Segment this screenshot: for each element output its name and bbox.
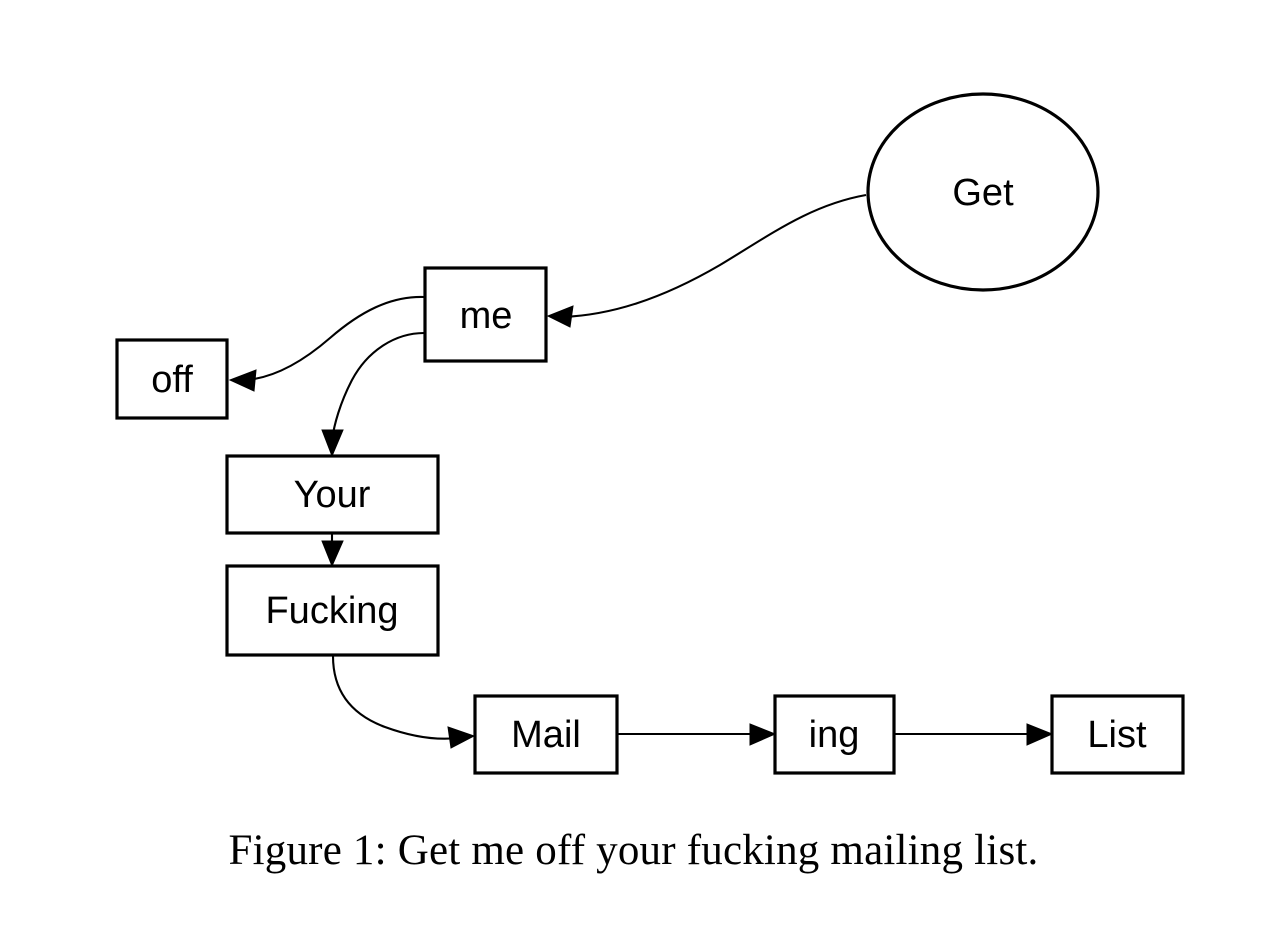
edge-me-your-arrowhead xyxy=(321,429,344,458)
node-get-shape[interactable] xyxy=(866,92,1100,292)
node-list[interactable]: List xyxy=(1050,694,1185,775)
edge-get-me-arrowhead xyxy=(546,305,574,328)
node-list-label: List xyxy=(1087,714,1147,756)
edge-mail-ing-arrowhead xyxy=(749,723,777,746)
node-fucking-label: Fucking xyxy=(265,590,398,632)
node-mail-label: Mail xyxy=(511,714,581,756)
node-ing-shape[interactable] xyxy=(773,694,896,775)
edge-me-your-path xyxy=(330,331,425,441)
node-get-label: Get xyxy=(952,172,1014,214)
edge-fucking-mail xyxy=(331,655,476,749)
edge-get-me xyxy=(546,193,867,328)
edge-me-off-path xyxy=(245,295,425,382)
edge-me-your xyxy=(321,331,425,458)
node-me-label: me xyxy=(460,295,513,337)
node-off-label: off xyxy=(151,359,193,401)
edge-fucking-mail-arrowhead xyxy=(447,726,476,749)
node-off[interactable]: off xyxy=(115,338,229,420)
node-your[interactable]: Your xyxy=(225,454,440,535)
node-list-shape[interactable] xyxy=(1050,694,1185,775)
edge-me-off xyxy=(228,295,425,392)
node-your-shape[interactable] xyxy=(225,454,440,535)
edge-ing-list xyxy=(895,723,1054,746)
edge-mail-ing xyxy=(618,723,777,746)
node-mail-shape[interactable] xyxy=(473,694,619,775)
figure-caption: Figure 1: Get me off your fucking mailin… xyxy=(228,827,1039,874)
node-off-shape[interactable] xyxy=(115,338,229,420)
node-get[interactable]: Get xyxy=(866,92,1100,292)
edge-your-fucking-arrowhead xyxy=(321,540,344,568)
node-ing[interactable]: ing xyxy=(773,694,896,775)
node-ing-label: ing xyxy=(809,714,860,756)
node-mail[interactable]: Mail xyxy=(473,694,619,775)
node-me-shape[interactable] xyxy=(423,266,548,363)
edge-your-fucking xyxy=(321,534,344,568)
node-me[interactable]: me xyxy=(423,266,548,363)
edge-me-off-arrowhead xyxy=(228,369,257,392)
edge-get-me-path xyxy=(562,193,867,319)
edge-fucking-mail-path xyxy=(331,655,459,740)
edge-ing-list-arrowhead xyxy=(1026,723,1054,746)
node-fucking-shape[interactable] xyxy=(225,564,440,657)
node-fucking[interactable]: Fucking xyxy=(225,564,440,657)
node-your-label: Your xyxy=(294,474,371,516)
